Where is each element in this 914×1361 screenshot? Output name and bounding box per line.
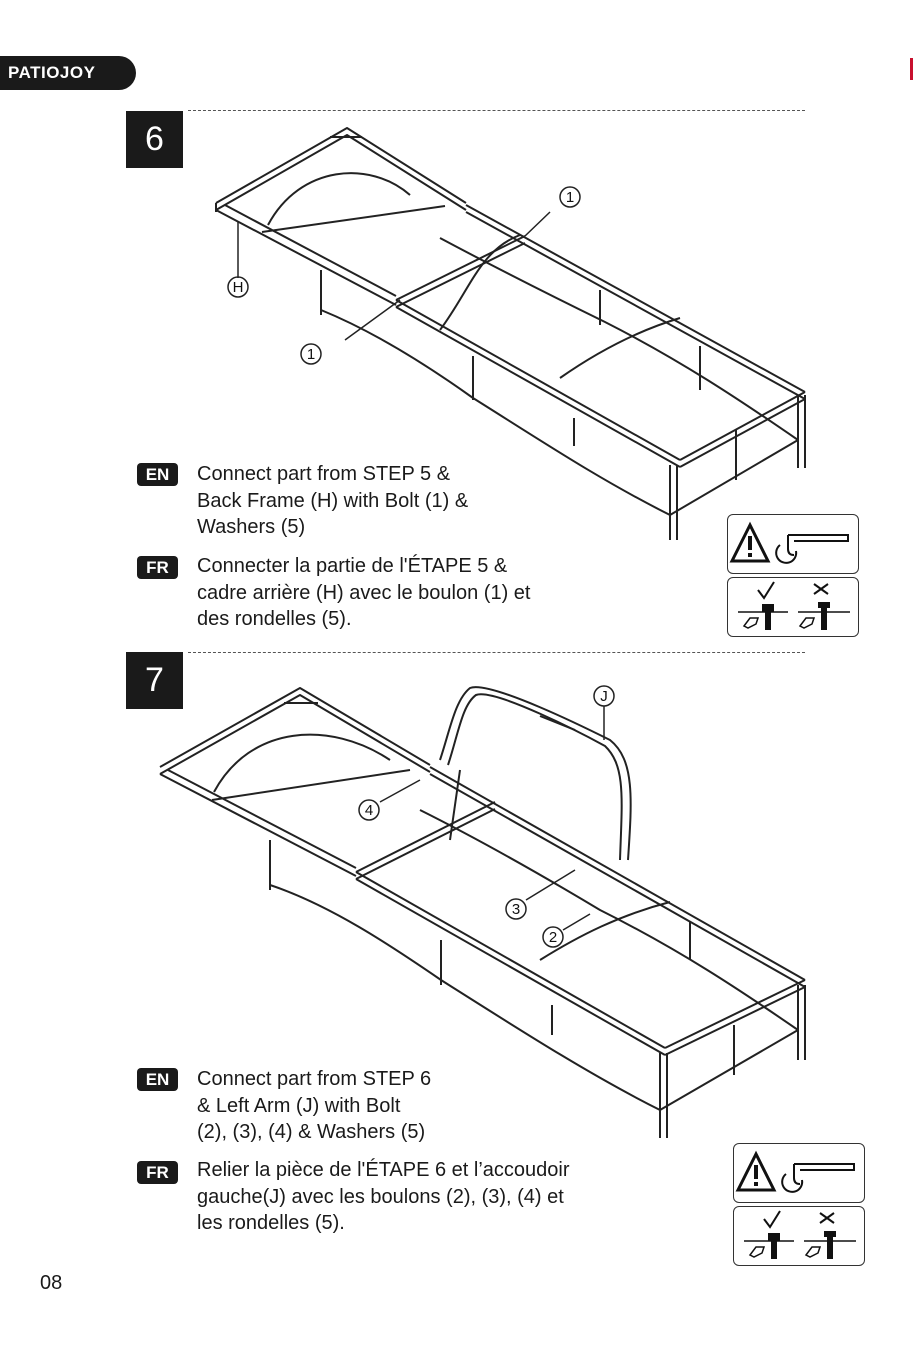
callout-left-arm: J xyxy=(600,688,608,705)
brand-logo: PATIOJOY xyxy=(0,56,136,90)
callout-bolt-1b: 1 xyxy=(307,346,315,363)
callout-bolt-4: 4 xyxy=(365,802,373,819)
text-line: cadre arrière (H) avec le boulon (1) et xyxy=(197,581,531,604)
page-edge-mark xyxy=(910,58,913,80)
lang-tag-fr: FR xyxy=(137,1161,178,1184)
text-line: Connect part from STEP 5 & xyxy=(197,463,451,485)
text-line: des rondelles (5). xyxy=(197,608,352,630)
lang-tag-fr: FR xyxy=(137,556,178,579)
cross-icon xyxy=(813,583,829,595)
text-line: & Left Arm (J) with Bolt xyxy=(197,1094,401,1117)
warning-triangle-icon xyxy=(729,521,771,563)
text-line: (2), (3), (4) & Washers (5) xyxy=(197,1121,426,1143)
warning-triangle-icon xyxy=(735,1150,777,1192)
hand-icon xyxy=(742,617,816,629)
bolt-icon xyxy=(762,602,830,630)
cross-icon xyxy=(819,1212,835,1224)
callout-back-frame: H xyxy=(233,279,244,296)
allen-key-icon xyxy=(775,534,849,564)
step-7-en-text: Connect part from STEP 6 & Left Arm (J) … xyxy=(197,1066,431,1146)
lang-tag-en: EN xyxy=(137,463,178,486)
step-divider xyxy=(188,110,805,111)
callout-bolt-3: 3 xyxy=(512,901,520,918)
bolt-icon xyxy=(768,1231,836,1259)
check-icon xyxy=(757,581,775,600)
tool-warning-box xyxy=(733,1143,865,1203)
callout-bolt-1: 1 xyxy=(566,189,574,206)
callout-bolt-2: 2 xyxy=(549,929,557,946)
step-number: 7 xyxy=(126,652,183,709)
tool-warning-box xyxy=(727,514,859,574)
text-line: Relier la pièce de l'ÉTAPE 6 et l’accoud… xyxy=(197,1159,570,1181)
tightening-guide-box xyxy=(733,1206,865,1266)
allen-key-icon xyxy=(781,1163,855,1193)
text-line: les rondelles (5). xyxy=(197,1212,345,1234)
tightening-guide-box xyxy=(727,577,859,637)
step-6-en-text: Connect part from STEP 5 & Back Frame (H… xyxy=(197,461,468,541)
step-divider xyxy=(188,652,805,653)
text-line: Washers (5) xyxy=(197,516,306,538)
lang-tag-en: EN xyxy=(137,1068,178,1091)
step-7-fr-text: Relier la pièce de l'ÉTAPE 6 et l’accoud… xyxy=(197,1157,570,1237)
check-icon xyxy=(763,1210,781,1229)
text-line: Connect part from STEP 6 xyxy=(197,1068,432,1090)
text-line: Back Frame (H) with Bolt (1) & xyxy=(197,489,469,512)
hand-icon xyxy=(748,1246,822,1258)
step-6-fr-text: Connecter la partie de l'ÉTAPE 5 & cadre… xyxy=(197,553,530,633)
text-line: gauche(J) avec les boulons (2), (3), (4)… xyxy=(197,1185,564,1208)
step-number: 6 xyxy=(126,111,183,168)
text-line: Connecter la partie de l'ÉTAPE 5 & xyxy=(197,555,508,577)
page-number: 08 xyxy=(40,1272,63,1294)
